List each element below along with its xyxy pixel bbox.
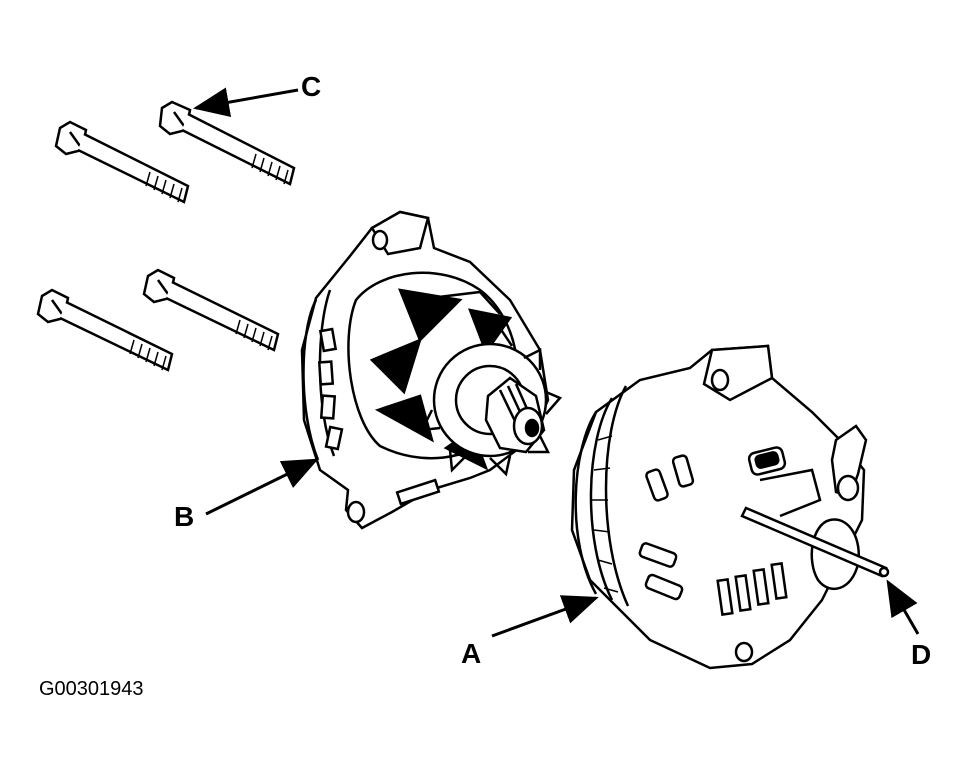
callout-b: B — [174, 501, 195, 532]
leader-arrow-a — [491, 595, 599, 638]
callout-d: D — [911, 639, 932, 670]
pulley — [484, 376, 546, 454]
figure-id: G00301943 — [39, 678, 144, 700]
through-bolt-1 — [54, 120, 190, 204]
through-bolt-3 — [36, 288, 174, 372]
leader-arrows — [193, 87, 920, 638]
callout-c: C — [301, 71, 322, 102]
leader-arrow-c — [193, 87, 299, 118]
retaining-pin — [740, 506, 890, 578]
callout-a: A — [461, 638, 482, 669]
alternator-body — [570, 344, 868, 670]
through-bolt-4 — [142, 268, 280, 352]
through-bolt-2 — [158, 100, 296, 186]
leader-arrow-d — [886, 579, 920, 635]
leader-arrow-b — [205, 458, 319, 516]
